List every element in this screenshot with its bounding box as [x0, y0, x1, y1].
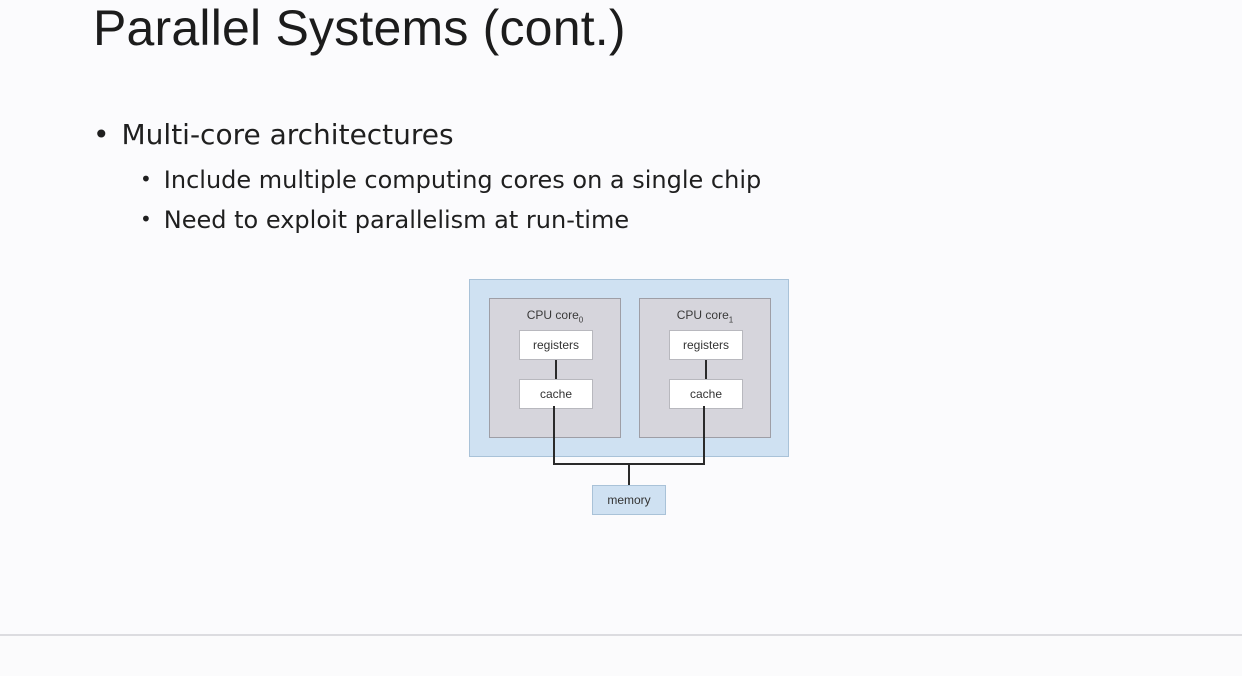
bullet-dot: •	[93, 118, 110, 151]
memory-bus-wires	[553, 406, 705, 485]
register-cache-link	[555, 360, 557, 379]
bullet-level2: • Include multiple computing cores on a s…	[140, 164, 761, 197]
bus-wire	[553, 406, 705, 465]
register-cache-link	[705, 360, 707, 379]
below-slide-area	[0, 636, 1242, 676]
core-label: CPU core0	[526, 308, 584, 325]
core-label: CPU core1	[676, 308, 734, 325]
slide: Parallel Systems (cont.) • Multi-core arc…	[0, 0, 1242, 636]
registers-box: registers	[669, 330, 743, 360]
bullet-dot: •	[140, 207, 152, 231]
multicore-diagram: CPU core0 registers cache CPU core1 regi…	[469, 279, 789, 519]
slide-title: Parallel Systems (cont.)	[93, 0, 626, 56]
registers-box: registers	[519, 330, 593, 360]
cpu-core-1: CPU core1 registers cache	[639, 298, 771, 438]
bullet-level2: • Need to exploit parallelism at run-time	[140, 204, 629, 237]
bullet-level1: • Multi-core architectures	[93, 117, 454, 153]
bullet-text: Include multiple computing cores on a si…	[163, 166, 762, 194]
bullet-text: Need to exploit parallelism at run-time	[163, 206, 630, 234]
bullet-text: Multi-core architectures	[121, 118, 454, 151]
memory-box: memory	[592, 485, 666, 515]
cache-box: cache	[669, 379, 743, 409]
cache-box: cache	[519, 379, 593, 409]
bullet-dot: •	[140, 167, 152, 191]
